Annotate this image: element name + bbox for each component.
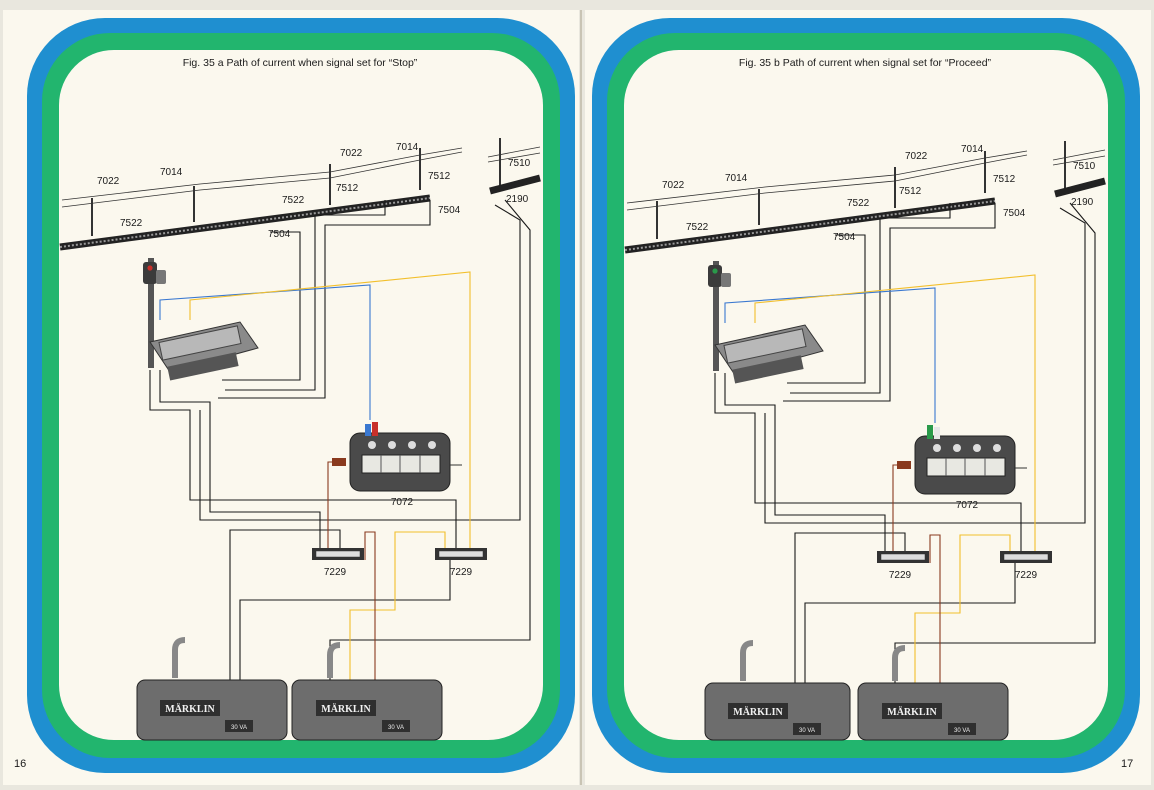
right-caption: Fig. 35 b Path of current when signal se… (739, 57, 992, 69)
right-label-7510: 7510 (1073, 161, 1096, 172)
right-label-7522-a: 7522 (686, 222, 709, 233)
right-label-7522-b: 7522 (847, 198, 870, 209)
left-transformers (136, 637, 443, 741)
right-plug-white (934, 427, 940, 439)
right-label-7504-b: 7504 (1003, 208, 1026, 219)
right-label-2190: 2190 (1071, 197, 1094, 208)
left-label-7512-a: 7512 (336, 183, 359, 194)
right-label-7014-b: 7014 (961, 144, 984, 155)
left-label-7229-a: 7229 (324, 567, 347, 578)
right-transformer-brand-b: MÄRKLIN (887, 705, 937, 718)
right-label-7229-b: 7229 (1015, 570, 1038, 581)
right-label-7504-a: 7504 (833, 232, 856, 243)
right-label-7014-a: 7014 (725, 173, 748, 184)
left-dist-strips (312, 548, 487, 560)
left-label-7072: 7072 (391, 497, 414, 508)
left-label-7229-b: 7229 (450, 567, 473, 578)
left-label-7504-b: 7504 (438, 205, 461, 216)
left-inner-panel (59, 50, 543, 740)
right-plug-brown (897, 461, 911, 469)
left-caption: Fig. 35 a Path of current when signal se… (183, 57, 418, 69)
left-transformer-rating-a: 30 VA (231, 725, 247, 731)
left-control-box (332, 422, 462, 492)
left-signal (143, 258, 166, 368)
left-overhead-layout (59, 138, 541, 251)
left-label-7022-a: 7022 (97, 176, 120, 187)
left-plug-brown (332, 458, 346, 466)
right-control-box (897, 425, 1027, 495)
right-transformers (704, 640, 1009, 741)
right-label-7022-a: 7022 (662, 180, 685, 191)
left-transformer-rating-b: 30 VA (388, 725, 404, 731)
right-label-7512-b: 7512 (993, 174, 1016, 185)
right-page-number: 17 (1121, 758, 1133, 770)
left-wiring (149, 199, 531, 680)
left-label-7522-b: 7522 (282, 195, 305, 206)
right-relay-module (714, 324, 824, 384)
right-dist-strips (877, 551, 1052, 563)
right-signal (708, 261, 731, 371)
left-label-7014-a: 7014 (160, 167, 183, 178)
left-transformer-brand-b: MÄRKLIN (321, 702, 371, 715)
right-page: Fig. 35 b Path of current when signal se… (592, 18, 1140, 773)
right-transformer-rating-b: 30 VA (954, 728, 970, 734)
left-label-7512-b: 7512 (428, 171, 451, 182)
left-plug-red (372, 422, 378, 436)
left-transformer-brand-a: MÄRKLIN (165, 702, 215, 715)
right-label-7072: 7072 (956, 500, 979, 511)
right-transformer-rating-a: 30 VA (799, 728, 815, 734)
left-label-7504-a: 7504 (268, 229, 291, 240)
right-overhead-layout (624, 141, 1106, 254)
left-label-7522-a: 7522 (120, 218, 143, 229)
right-transformer-brand-a: MÄRKLIN (733, 705, 783, 718)
left-relay-module (149, 321, 259, 381)
left-page: Fig. 35 a Path of current when signal se… (14, 18, 575, 773)
left-label-7022-b: 7022 (340, 148, 363, 159)
right-label-7022-b: 7022 (905, 151, 928, 162)
right-plug-green (927, 425, 933, 439)
left-label-7014-b: 7014 (396, 142, 419, 153)
left-plug-blue (365, 424, 371, 436)
left-label-7510: 7510 (508, 158, 531, 169)
left-page-number: 16 (14, 758, 26, 770)
right-inner-panel (624, 50, 1108, 740)
left-label-2190: 2190 (506, 194, 529, 205)
right-label-7512-a: 7512 (899, 186, 922, 197)
right-label-7229-a: 7229 (889, 570, 912, 581)
